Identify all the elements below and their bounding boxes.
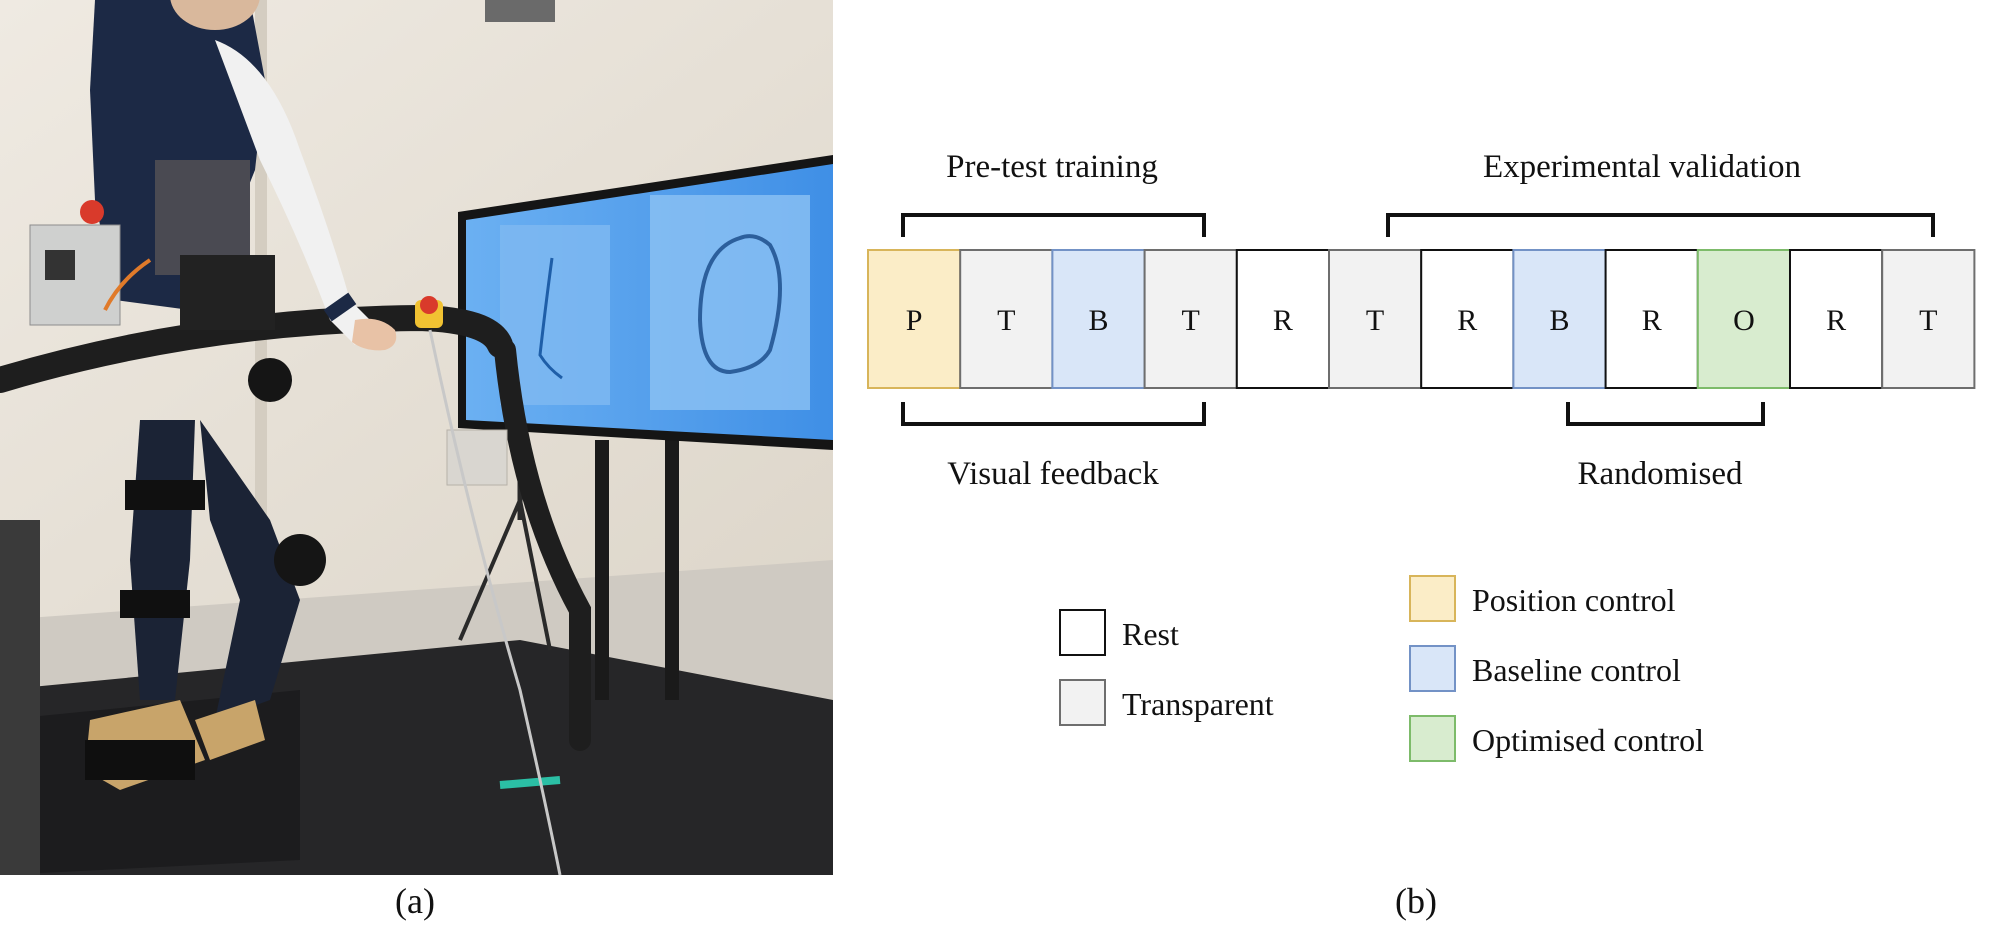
label-experimental-validation: Experimental validation — [1483, 149, 1801, 185]
person-sleeve — [215, 40, 375, 345]
tripod-leg-1 — [458, 499, 522, 641]
sequence-block-label-11: R — [1826, 304, 1846, 337]
tripod-leg-2 — [518, 499, 552, 651]
bracket-randomised — [1566, 402, 1765, 426]
label-randomised: Randomised — [1578, 456, 1743, 492]
exo-cable-orange — [103, 258, 152, 311]
sequence-block-label-8: B — [1549, 304, 1569, 337]
exo-hip-motor — [248, 358, 292, 402]
sequence-block-2 — [959, 249, 1054, 389]
sequence-block-label-4: T — [1182, 304, 1200, 337]
screen-stand-right — [665, 440, 679, 700]
legend-swatch-optimised — [1409, 715, 1456, 762]
sequence-block-4 — [1143, 249, 1238, 389]
screen-trajectory-loop — [697, 234, 782, 375]
legend-swatch-transparent — [1059, 679, 1106, 726]
legend-swatch-rest — [1059, 609, 1106, 656]
exo-red-button — [80, 200, 104, 224]
sequence-block-5 — [1235, 249, 1331, 389]
legend-swatch-baseline — [1409, 645, 1456, 692]
sequence-block-8 — [1512, 249, 1607, 389]
sequence-block-label-12: T — [1919, 304, 1937, 337]
screen-panel-right — [650, 195, 810, 410]
legend-label-position: Position control — [1472, 582, 1676, 618]
person-hand — [352, 318, 397, 351]
sequence-block-label-3: B — [1088, 304, 1108, 337]
legend-swatch-position — [1409, 575, 1456, 622]
person-right-shoe — [195, 700, 265, 760]
photo-exoskeleton-treadmill — [0, 0, 833, 875]
label-visual-feedback: Visual feedback — [947, 456, 1159, 492]
sequence-block-9 — [1604, 249, 1699, 389]
handrail — [0, 304, 513, 393]
exo-foot-plate — [85, 740, 195, 780]
legend-label-transparent: Transparent — [1122, 686, 1274, 722]
exo-knee-motor — [274, 534, 326, 586]
bracket-visual-feedback — [901, 402, 1206, 426]
screen-trajectory-line — [538, 257, 563, 380]
legend-label-rest: Rest — [1122, 616, 1179, 652]
emergency-stop-button — [420, 296, 438, 314]
bracket-experimental-validation — [1386, 213, 1935, 237]
screen-stand-left — [595, 440, 609, 700]
sequence-block-label-2: T — [997, 304, 1015, 337]
person-head — [170, 0, 260, 30]
sequence-block-label-7: R — [1457, 304, 1477, 337]
ceiling-camera — [485, 0, 555, 22]
sequence-block-label-9: R — [1642, 304, 1662, 337]
sequence-block-label-5: R — [1273, 304, 1293, 337]
tape-mark — [499, 776, 561, 789]
handrail-post — [494, 339, 591, 751]
wall-switch-box — [446, 429, 508, 486]
exo-pcb — [180, 255, 275, 330]
protocol-diagram: P T B T R T R B R O R T Pre-test training Experimen… — [867, 149, 1976, 762]
sequence-block-label-6: T — [1366, 304, 1384, 337]
exo-thigh-cuff — [125, 480, 205, 510]
sequence-block-3 — [1051, 249, 1146, 389]
person-right-leg — [200, 420, 300, 720]
sequence-block-6 — [1328, 249, 1423, 389]
exo-shank-cuff — [120, 590, 190, 618]
bracket-pretest-training — [901, 213, 1206, 237]
caption-b: (b) — [1395, 881, 1437, 921]
label-pretest-training: Pre-test training — [946, 149, 1158, 185]
cable — [428, 329, 562, 875]
sequence-block-7 — [1420, 249, 1515, 389]
caption-a: (a) — [395, 881, 435, 921]
sequence-block-12 — [1881, 249, 1976, 389]
sequence-block-label-10: O — [1733, 304, 1755, 337]
left-post — [0, 520, 40, 875]
sleeve-cuff-stripe — [323, 292, 357, 322]
sequence-block-10 — [1696, 249, 1792, 389]
exo-control-box-knob — [45, 250, 75, 280]
sequence-block-11 — [1789, 249, 1884, 389]
legend-label-baseline: Baseline control — [1472, 652, 1681, 688]
sequence-block-label-1: P — [906, 304, 923, 337]
legend-label-optimised: Optimised control — [1472, 722, 1704, 758]
